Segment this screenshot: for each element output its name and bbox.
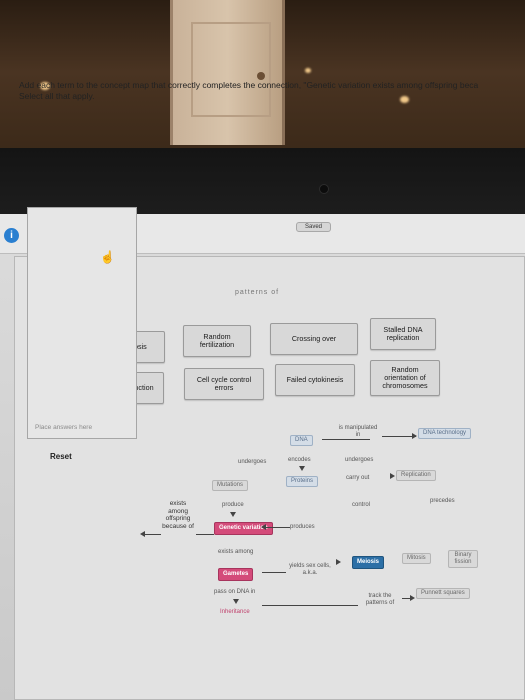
panel-cut-text: patterns of: [235, 289, 280, 296]
term-crossing-over[interactable]: Crossing over: [270, 323, 358, 355]
cm-node-meiosis: Meiosis: [352, 556, 385, 569]
cm-link-is-manipulated-in: is manipulated in: [338, 425, 378, 438]
cm-arrow: [336, 559, 341, 565]
cm-link-produces: produces: [290, 524, 315, 530]
cm-node-dna: DNA: [290, 435, 313, 446]
cm-link-undergoes-1: undergoes: [238, 459, 267, 465]
info-icon[interactable]: i: [4, 228, 19, 243]
cm-arrow: [299, 466, 305, 471]
light-spot: [305, 68, 311, 73]
cm-node-proteins: Proteins: [286, 476, 319, 487]
saved-status-badge: Saved: [296, 222, 332, 232]
cm-link-produce: produce: [222, 502, 244, 508]
cm-link-precedes: precedes: [430, 498, 455, 504]
cm-link-track-patterns: track the patterns of: [365, 593, 395, 606]
cm-connector: [402, 598, 412, 599]
cm-connector: [262, 572, 286, 573]
term-random-fertilization[interactable]: Random fertilization: [183, 325, 251, 357]
term-cell-cycle-control-errors[interactable]: Cell cycle control errors: [184, 368, 264, 400]
cm-arrow: [390, 473, 395, 479]
hand-cursor-icon: ☝: [100, 250, 115, 264]
question-line-1: Add each term to the concept map that co…: [19, 80, 479, 90]
cm-node-gametes: Gametes: [218, 568, 254, 581]
cm-connector: [322, 439, 370, 440]
cm-link-pass-on-dna: pass on DNA in: [214, 589, 256, 595]
webcam-dot: [319, 184, 329, 194]
door-knob: [257, 72, 265, 80]
question-text: Add each term to the concept map that co…: [19, 80, 525, 102]
cm-arrow: [140, 531, 145, 537]
light-spot: [40, 82, 50, 90]
cm-arrow: [233, 599, 239, 604]
cm-connector: [262, 605, 358, 606]
cm-arrow: [230, 512, 236, 517]
cm-node-dna-technology: DNA technology: [418, 428, 472, 439]
cm-arrow: [410, 595, 415, 601]
door-panel: [191, 22, 271, 117]
cm-arrow: [412, 433, 417, 439]
cm-connector: [145, 534, 161, 535]
cm-node-inheritance: Inheritance: [220, 609, 250, 615]
cm-node-replication: Replication: [396, 470, 436, 481]
background-door: [170, 0, 285, 145]
cm-arrow: [261, 524, 266, 530]
term-random-orientation-of-chromosomes[interactable]: Random orientation of chromosomes: [370, 360, 440, 396]
dropzone-hint: Place answers here: [35, 424, 93, 431]
cm-link-yields-sex-cells: yields sex cells, a.k.a.: [289, 563, 331, 576]
reset-button[interactable]: Reset: [50, 452, 72, 461]
background-room: [0, 0, 525, 160]
term-failed-cytokinesis[interactable]: Failed cytokinesis: [275, 364, 355, 396]
answer-dropzone[interactable]: [27, 207, 137, 439]
cm-node-mutations: Mutations: [212, 480, 249, 491]
question-line-2: Select all that apply.: [19, 91, 95, 101]
term-stalled-dna-replication[interactable]: Stalled DNA replication: [370, 318, 436, 350]
cm-link-control: control: [352, 502, 371, 508]
cm-node-genetic-variation: Genetic variation: [214, 522, 273, 535]
cm-link-undergoes-2: undergoes: [345, 457, 374, 463]
cm-connector: [382, 436, 416, 437]
cm-link-exists-among: exists among: [218, 549, 254, 555]
cm-node-punnett-squares: Punnett squares: [416, 588, 470, 599]
cm-node-binary-fission: Binary fission: [448, 550, 478, 568]
light-spot: [400, 96, 409, 103]
cm-node-mitosis: Mitosis: [402, 553, 431, 564]
cm-side-label: exists among offspring because of: [162, 500, 194, 530]
cm-link-encodes: encodes: [288, 457, 311, 463]
cm-link-carry-out: carry out: [346, 475, 370, 481]
cm-connector: [196, 534, 214, 535]
cm-connector: [266, 527, 290, 528]
